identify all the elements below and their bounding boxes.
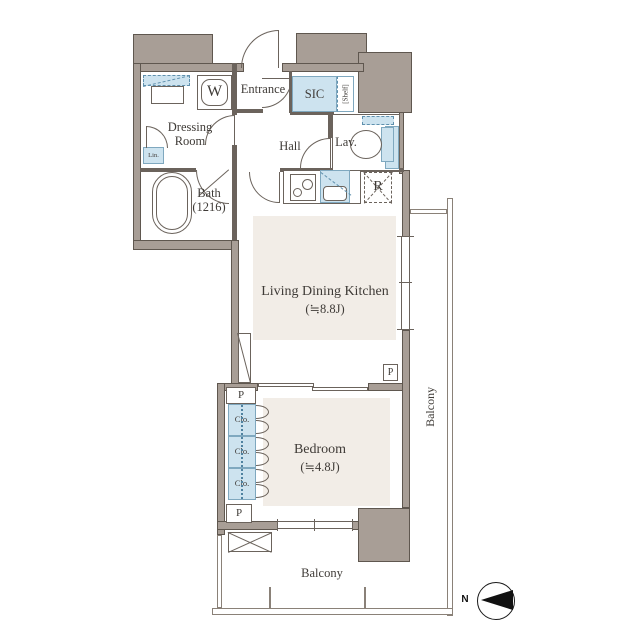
entrance-label: Entrance xyxy=(240,82,286,96)
hall-label: Hall xyxy=(279,139,301,153)
ldk-label: Living Dining Kitchen (≒8.8J) xyxy=(261,284,389,317)
sic-label: SIC xyxy=(304,86,325,101)
vanity-basin xyxy=(151,86,184,104)
refrigerator-label: R xyxy=(373,179,383,195)
ldk-window-tick-mid xyxy=(399,282,412,283)
bathtub-inner xyxy=(156,176,188,230)
pillar-box-2: P xyxy=(226,504,252,523)
ldk-window xyxy=(401,237,410,330)
lav-counter xyxy=(362,116,394,125)
balcony-divider-tick-2 xyxy=(364,587,366,608)
balcony-divider-tick-1 xyxy=(269,587,271,608)
wall-left xyxy=(133,63,141,250)
wall-dressing-divider-lower xyxy=(232,145,237,172)
refrigerator-space xyxy=(364,172,392,203)
bedroom-window xyxy=(278,521,352,529)
balcony-bottom-label: Balcony xyxy=(301,566,343,580)
hall-ldk-door-leaf xyxy=(279,172,280,203)
wall-entrance-hall xyxy=(237,109,263,113)
kitchen-sink-basin xyxy=(323,186,347,201)
linen-door-leaf xyxy=(146,126,147,148)
closet-dotted-line xyxy=(241,405,243,499)
balcony-rail-right xyxy=(447,198,453,616)
wall-block-bottom-right xyxy=(358,508,410,562)
pillar-box-1: P xyxy=(226,387,256,404)
ldk-window-tick-bottom xyxy=(397,329,414,330)
sliding-door-panel-1 xyxy=(258,383,314,387)
wall-sic-left xyxy=(289,71,292,113)
bedroom-floor xyxy=(263,398,390,506)
wall-bath-right xyxy=(232,172,237,240)
north-label: N xyxy=(461,594,469,605)
dressing-door-leaf xyxy=(234,115,235,145)
pillar-box-3: P xyxy=(383,364,398,381)
wall-block-top-right xyxy=(358,52,412,113)
wall-top-right-segment xyxy=(282,63,364,72)
lav-label: Lav. xyxy=(335,135,357,149)
entrance-hall-door-leaf xyxy=(262,78,292,79)
vanity-mirror xyxy=(143,75,190,86)
dressing-room-label: Dressing Room xyxy=(167,120,213,149)
stove-burner-2 xyxy=(302,179,313,190)
toilet-tank xyxy=(381,127,394,162)
washer-label: W xyxy=(206,83,223,101)
bedroom-window-tick-left xyxy=(277,519,278,531)
balcony-rail-bottom xyxy=(212,608,453,615)
ldk-window-tick-top xyxy=(397,236,414,237)
open-door-leaf xyxy=(238,333,251,383)
bedroom-window-tick-right xyxy=(352,519,353,531)
toilet-bowl xyxy=(350,130,382,159)
wall-bath-top xyxy=(140,168,196,172)
front-door-arc xyxy=(241,30,279,68)
shelf-strip xyxy=(337,76,354,112)
wall-top-left-segment xyxy=(133,63,244,72)
wall-sic-bottom xyxy=(290,110,334,115)
wall-hall-lav xyxy=(328,113,332,138)
balcony-side-label: Balcony xyxy=(423,386,438,427)
balcony-rail-left xyxy=(217,535,222,608)
north-arrow-icon xyxy=(481,590,513,610)
wall-block-top-middle xyxy=(296,33,367,64)
stove-burner-1 xyxy=(293,188,302,197)
bath-label: Bath (1216) xyxy=(192,186,226,215)
wall-block-top-left xyxy=(133,34,213,65)
linen-label: Lin. xyxy=(148,151,159,159)
wall-right-upper xyxy=(402,170,410,237)
bedroom-window-tick-mid xyxy=(314,519,315,531)
wall-dressing-divider-upper xyxy=(232,63,237,115)
washer-drum xyxy=(201,79,228,106)
wall-right-lower xyxy=(402,330,410,508)
lav-door-leaf xyxy=(330,138,331,168)
sic-closet xyxy=(292,76,337,112)
wall-bath-bottom xyxy=(133,240,238,250)
front-door-leaf xyxy=(278,30,279,68)
bedroom-label: Bedroom (≒4.8J) xyxy=(293,442,347,475)
sliding-door-panel-2 xyxy=(312,387,368,391)
wall-bedroom-left xyxy=(217,383,225,535)
ldk-floor xyxy=(253,216,396,340)
ac-unit-box xyxy=(228,532,272,552)
hall-ldk-door-arc xyxy=(249,172,279,203)
linen-closet: Lin. xyxy=(143,147,164,164)
balcony-rail-top-connector xyxy=(410,209,447,214)
